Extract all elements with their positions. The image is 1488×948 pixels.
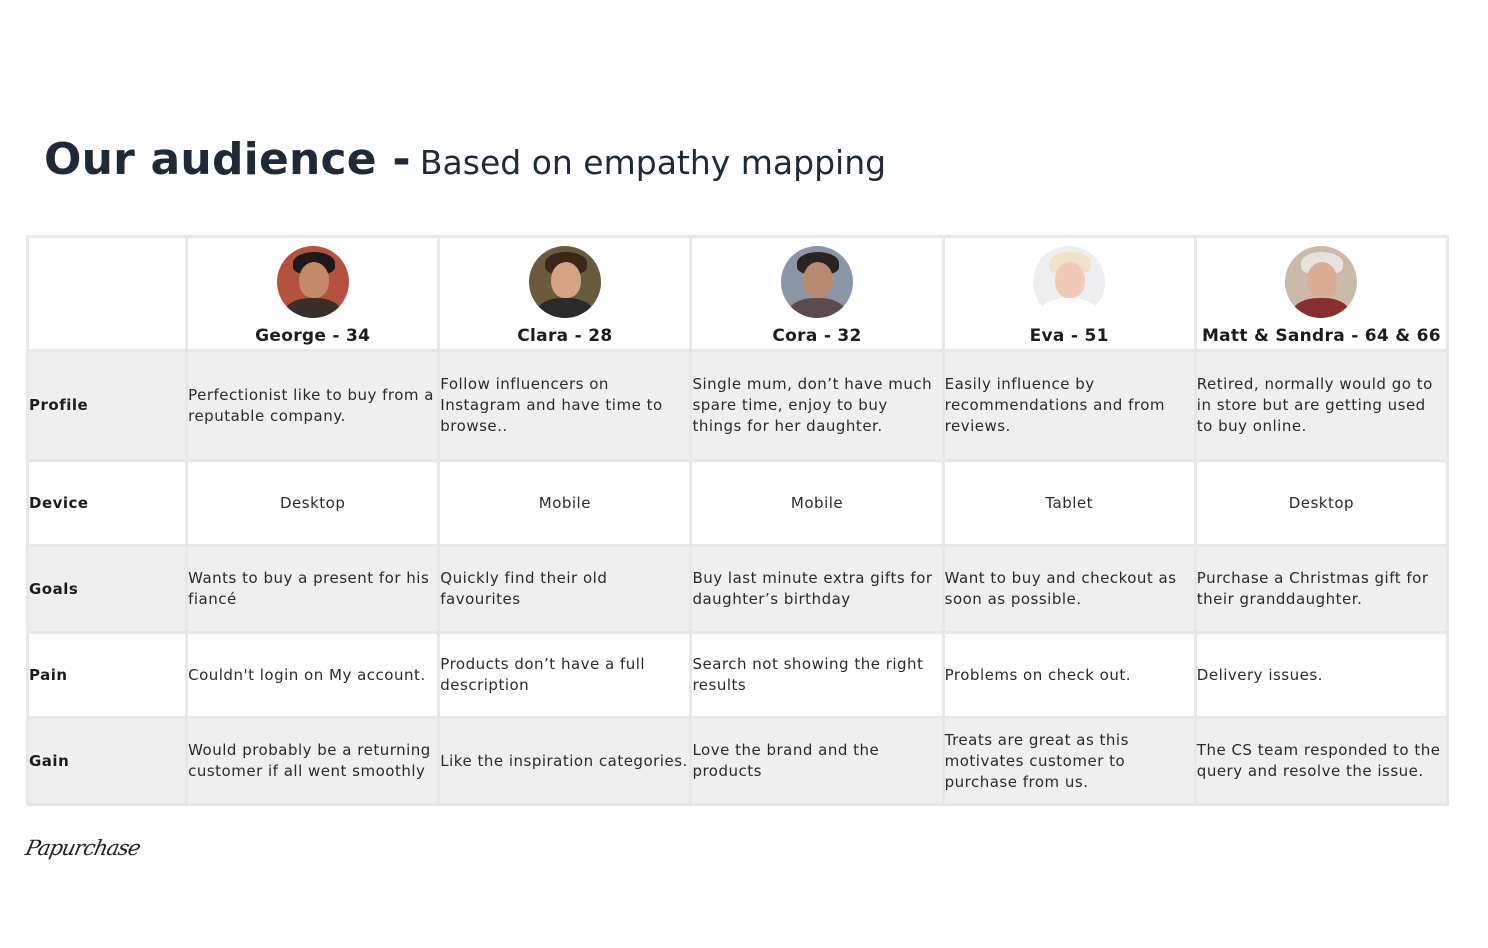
table-cell: Tablet [941, 459, 1197, 547]
row-label: Device [25, 459, 189, 547]
table-cell: Love the brand and the products [689, 716, 945, 806]
title-subtitle: Based on empathy mapping [419, 143, 887, 182]
table-cell: Want to buy and checkout as soon as poss… [941, 544, 1197, 634]
table-cell: Desktop [185, 459, 441, 547]
table-cell: Follow influencers on Instagram and have… [437, 349, 693, 462]
persona-name: George - 34 [255, 326, 371, 346]
table-cell: Would probably be a returning customer i… [185, 716, 441, 806]
row-label: Goals [25, 544, 189, 634]
table-cell: Purchase a Christmas gift for their gran… [1193, 544, 1450, 634]
table-cell: Problems on check out. [941, 631, 1197, 719]
table-cell: The CS team responded to the query and r… [1193, 716, 1450, 806]
device-row: Device Desktop Mobile Mobile Tablet Desk… [25, 459, 1450, 547]
table-cell: Retired, normally would go to in store b… [1193, 349, 1450, 462]
avatar [781, 246, 854, 318]
table-cell: Like the inspiration categories. [437, 716, 693, 806]
table-cell: Mobile [689, 459, 945, 547]
persona-header-row: George - 34 Clara - 28 Cora - 32 Eva - 5… [25, 235, 1450, 352]
table-cell: Desktop [1193, 459, 1450, 547]
profile-row: Profile Perfectionist like to buy from a… [25, 349, 1450, 462]
table-cell: Wants to buy a present for his fiancé [185, 544, 441, 634]
persona-header: Eva - 51 [941, 235, 1197, 352]
brand-logo: Papurchase [23, 836, 143, 860]
persona-name: Cora - 32 [772, 326, 862, 346]
row-label: Profile [25, 349, 189, 462]
pain-row: Pain Couldn't login on My account. Produ… [25, 631, 1450, 719]
persona-header: Cora - 32 [689, 235, 945, 352]
table-cell: Delivery issues. [1193, 631, 1450, 719]
persona-name: Clara - 28 [517, 326, 613, 346]
table-cell: Mobile [437, 459, 693, 547]
table-cell: Perfectionist like to buy from a reputab… [185, 349, 441, 462]
title-main: Our audience - [44, 134, 411, 185]
persona-name: Matt & Sandra - 64 & 66 [1201, 326, 1441, 346]
table-cell: Buy last minute extra gifts for daughter… [689, 544, 945, 634]
avatar [1285, 246, 1358, 318]
table-cell: Quickly find their old favourites [437, 544, 693, 634]
avatar [1033, 246, 1106, 318]
page-title: Our audience - Based on empathy mapping [44, 128, 886, 201]
audience-table: George - 34 Clara - 28 Cora - 32 Eva - 5… [25, 235, 1450, 806]
goals-row: Goals Wants to buy a present for his fia… [25, 544, 1450, 634]
table-cell: Couldn't login on My account. [185, 631, 441, 719]
table-cell: Treats are great as this motivates custo… [941, 716, 1197, 806]
persona-header: George - 34 [185, 235, 441, 352]
corner-cell [25, 235, 189, 352]
avatar [528, 246, 601, 318]
gain-row: Gain Would probably be a returning custo… [25, 716, 1450, 806]
table-cell: Search not showing the right results [689, 631, 945, 719]
avatar [276, 246, 349, 318]
table-cell: Products don’t have a full description [437, 631, 693, 719]
row-label: Gain [25, 716, 189, 806]
persona-name: Eva - 51 [1029, 326, 1109, 346]
table-cell: Easily influence by recommendations and … [941, 349, 1197, 462]
table-cell: Single mum, don’t have much spare time, … [689, 349, 945, 462]
persona-header: Clara - 28 [437, 235, 693, 352]
row-label: Pain [25, 631, 189, 719]
persona-header: Matt & Sandra - 64 & 66 [1193, 235, 1450, 352]
